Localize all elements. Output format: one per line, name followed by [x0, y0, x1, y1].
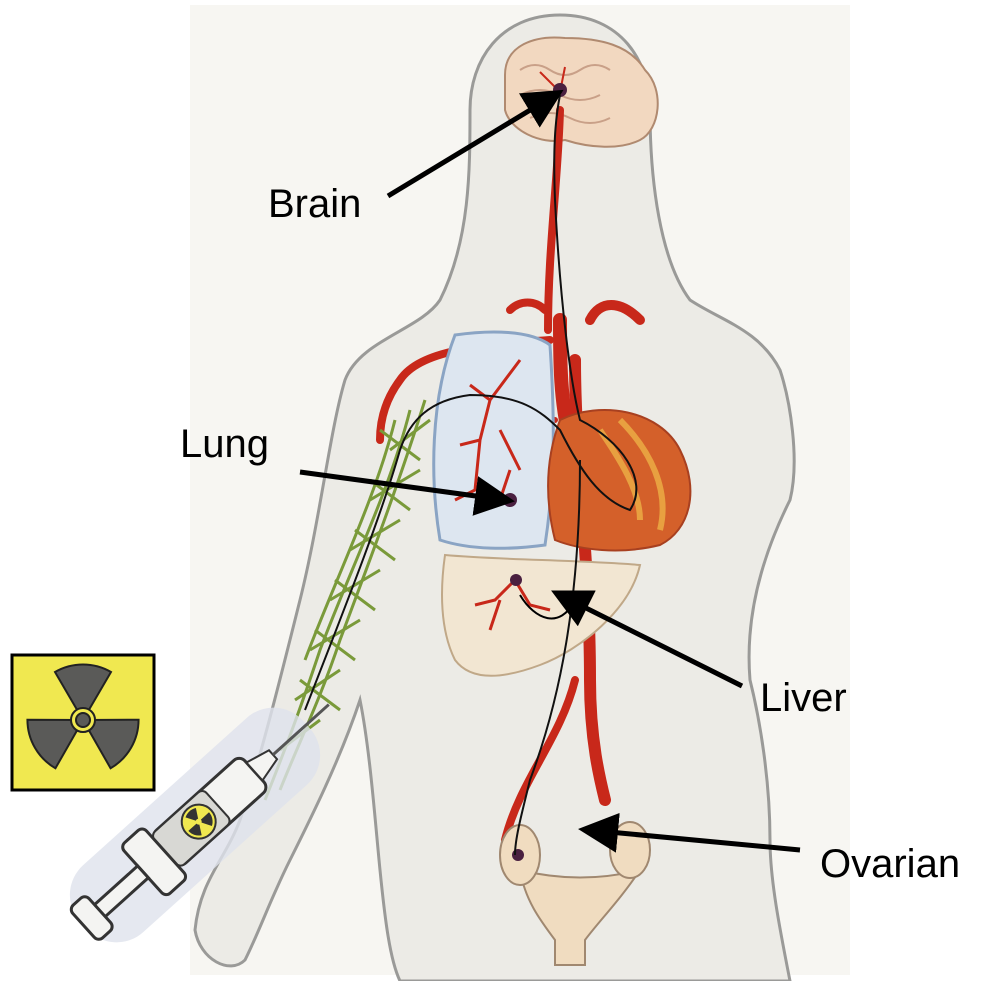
radiation-hazard-icon: [12, 655, 154, 790]
label-liver: Liver: [760, 676, 847, 720]
lung-organ: [434, 332, 554, 548]
label-brain: Brain: [268, 182, 361, 226]
label-ovarian: Ovarian: [820, 842, 960, 886]
label-lung: Lung: [180, 422, 269, 466]
